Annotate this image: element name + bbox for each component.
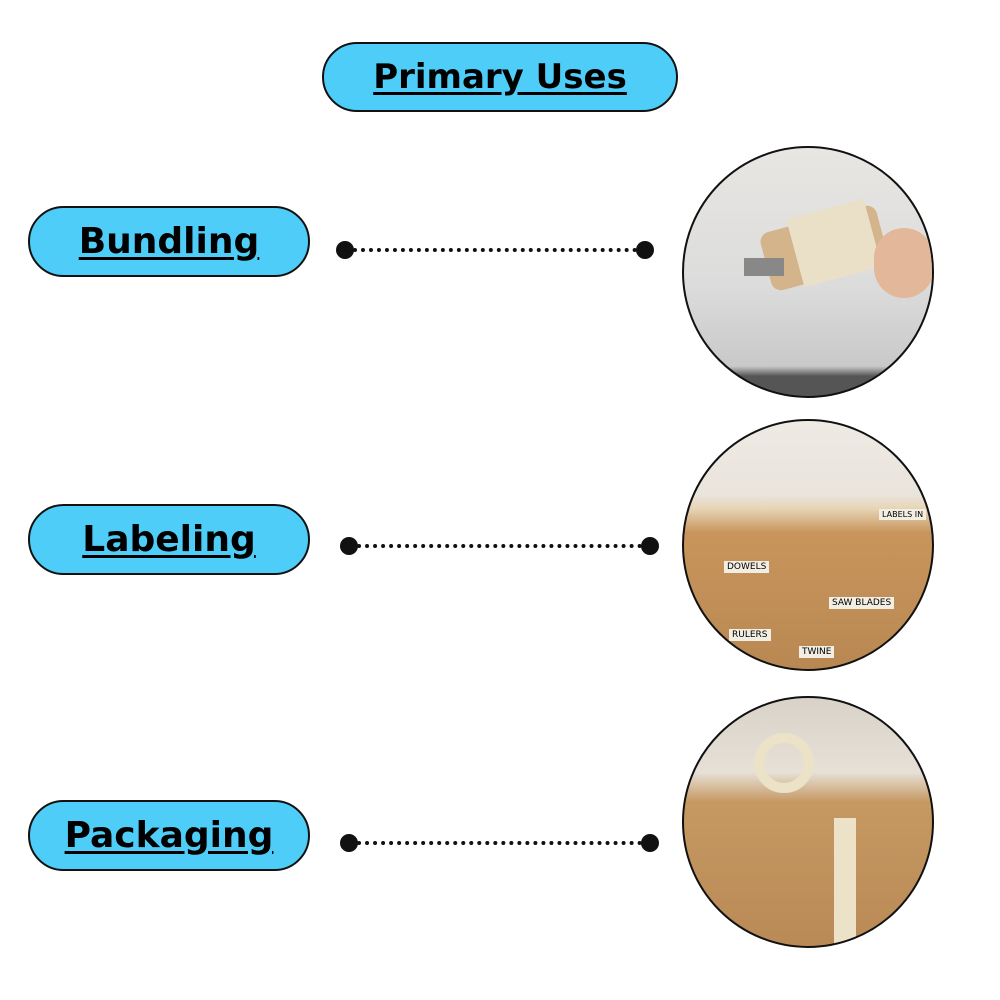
bundling-pill: Bundling: [28, 206, 310, 277]
packaging-photo: [682, 696, 934, 948]
connector-end-dot: [641, 537, 659, 555]
labeling-photo: DOWELS SAW BLADES RULERS TWINE LABELS IN: [682, 419, 934, 671]
packaging-pill: Packaging: [28, 800, 310, 871]
connector-line: [349, 841, 650, 845]
connector-end-dot: [641, 834, 659, 852]
labeling-pill: Labeling: [28, 504, 310, 575]
bundling-photo: [682, 146, 934, 398]
connector-line: [349, 544, 650, 548]
connector-line: [345, 248, 645, 252]
title-pill: Primary Uses: [322, 42, 678, 112]
connector-end-dot: [636, 241, 654, 259]
